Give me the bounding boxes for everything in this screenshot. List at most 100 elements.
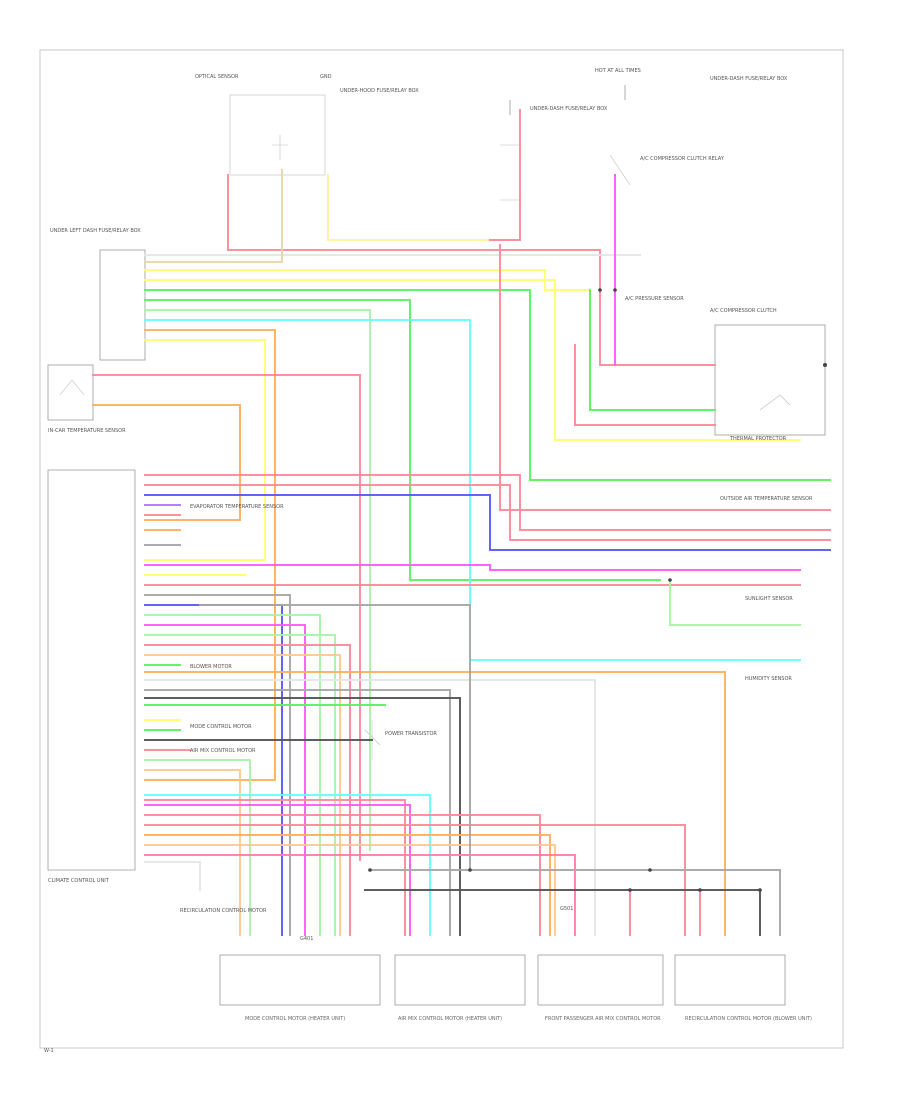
wire-yellow-3 <box>144 339 266 561</box>
front-passenger-motor-box <box>537 954 664 1006</box>
label-mode-motor-sub: MODE CONTROL MOTOR (HEATER UNIT) <box>245 1016 345 1022</box>
junction <box>468 868 472 872</box>
fuse-element <box>500 144 521 201</box>
wire-tan-1 <box>144 169 283 263</box>
wire-magenta-down <box>144 624 306 936</box>
label-fuse-relay-box: UNDER-DASH FUSE/RELAY BOX <box>530 106 608 112</box>
label-ground: G401 <box>300 936 313 942</box>
wire-cyan-bus <box>144 794 431 936</box>
label-recirc-sub: RECIRCULATION CONTROL MOTOR (BLOWER UNIT… <box>685 1016 812 1022</box>
wire-red-bus-1 <box>144 799 406 936</box>
mode-control-motor-box <box>219 954 381 1006</box>
climate-control-unit-box <box>47 469 136 871</box>
wire-white-ground <box>144 861 201 891</box>
diagram-frame <box>39 49 844 1049</box>
wire-blue-ccu-1 <box>144 494 831 551</box>
label-climate-control-unit: CLIMATE CONTROL UNIT <box>48 878 110 884</box>
wire-peach-down <box>144 654 341 936</box>
air-mix-control-motor-box <box>394 954 526 1006</box>
wire-green-2 <box>144 299 661 581</box>
wire-gray-ground-bus <box>369 869 781 936</box>
label-compressor-clutch-relay: A/C COMPRESSOR CLUTCH RELAY <box>640 156 725 162</box>
wire-peach-left <box>144 769 241 936</box>
recirc-control-motor-box <box>674 954 786 1006</box>
label-air-mix-control-motor: AIR MIX CONTROL MOTOR <box>190 748 256 754</box>
label-thermal-protector: THERMAL PROTECTOR <box>729 436 787 442</box>
wire-orange-bus <box>144 834 551 936</box>
sensor-block-left <box>47 364 94 421</box>
wire-red-ccu-1 <box>144 474 831 531</box>
wire-ltgreen-sunlight <box>669 579 801 626</box>
wire-green-1 <box>144 289 831 481</box>
label-compressor-clutch: A/C COMPRESSOR CLUTCH <box>710 308 777 314</box>
wire-red-sensor <box>499 244 831 511</box>
wire-orange-1 <box>144 329 276 781</box>
wire-pink-bus <box>144 854 576 936</box>
switch-element <box>609 154 631 186</box>
label-outside-air-temp: OUTSIDE AIR TEMPERATURE SENSOR <box>720 496 813 502</box>
label-blower-motor: BLOWER MOTOR <box>190 664 232 670</box>
wire-magenta-ccu <box>144 564 801 571</box>
label-front-passenger: FRONT PASSENGER AIR MIX CONTROL MOTOR <box>545 1016 661 1022</box>
wire-red-1 <box>227 174 716 366</box>
junction <box>648 868 652 872</box>
wire-gray-sensor <box>199 604 471 871</box>
label-air-mix-sub: AIR MIX CONTROL MOTOR (HEATER UNIT) <box>398 1016 502 1022</box>
label-optical-sensor: OPTICAL SENSOR <box>195 74 239 80</box>
junction <box>628 888 632 892</box>
wire-gray-down-1 <box>144 594 291 936</box>
label-under-left-dash-fuse: UNDER LEFT DASH FUSE/RELAY BOX <box>50 228 141 234</box>
wire-magenta-bus <box>144 804 411 936</box>
connector-block-top-left <box>99 249 146 361</box>
wire-red-down <box>144 644 351 936</box>
wire-green-relay <box>589 289 716 411</box>
wire-ltgreen-left <box>144 759 251 936</box>
fuse-symbols <box>509 85 626 115</box>
wire-orange-2 <box>92 404 241 521</box>
label-ground2: G501 <box>560 906 573 912</box>
label-mode-control-motor: MODE CONTROL MOTOR <box>190 724 252 730</box>
wire-gray-down-2 <box>144 689 451 936</box>
relay-switch <box>759 394 791 411</box>
wire-peach-bus <box>144 844 556 936</box>
junction <box>758 888 762 892</box>
wire-ltgreen-down <box>144 614 321 936</box>
compressor-relay-box <box>714 324 826 436</box>
label-power-transistor: POWER TRANSISTOR <box>385 731 437 737</box>
junction <box>698 888 702 892</box>
label-sunlight-sensor: SUNLIGHT SENSOR <box>745 596 793 602</box>
wire-red-bus-2 <box>144 814 541 936</box>
label-underhood-sensor: A/C PRESSURE SENSOR <box>625 296 684 302</box>
relay-box-top <box>229 94 326 176</box>
junction <box>368 868 372 872</box>
terminal <box>823 363 827 367</box>
label-in-car-temp: IN-CAR TEMPERATURE SENSOR <box>48 428 126 434</box>
label-recirc-control-motor: RECIRCULATION CONTROL MOTOR <box>180 908 267 914</box>
wire-orange-long <box>144 671 726 936</box>
junction <box>668 578 672 582</box>
sensor-symbol <box>59 379 85 396</box>
label-figure-id: W-1 <box>44 1048 54 1054</box>
label-under-dash-fuse: UNDER-DASH FUSE/RELAY BOX <box>710 76 788 82</box>
wire-white-long <box>144 679 596 936</box>
junctions <box>368 288 827 892</box>
wires <box>92 109 831 936</box>
wire-red-bus-3 <box>144 824 686 936</box>
wire-ltyellow-top <box>327 174 491 241</box>
label-evaporator-temp: EVAPORATOR TEMPERATURE SENSOR <box>190 504 284 510</box>
wire-red-relay <box>574 344 716 426</box>
junction <box>613 288 617 292</box>
wire-ltgreen-1 <box>144 309 371 851</box>
label-hot-at-all-times: HOT AT ALL TIMES <box>595 68 641 74</box>
label-gnd: GND <box>320 74 332 80</box>
junction <box>598 288 602 292</box>
wire-cyan-1 <box>144 319 801 661</box>
wire-yellow-2 <box>144 279 801 441</box>
relay-coil <box>272 135 288 160</box>
components <box>47 85 826 1006</box>
label-under-hood-fuse: UNDER-HOOD FUSE/RELAY BOX <box>340 88 419 94</box>
wire-red-ccu-2 <box>144 484 831 541</box>
labels: OPTICAL SENSOR GND UNDER-HOOD FUSE/RELAY… <box>44 68 813 1054</box>
label-humidity-sensor: HUMIDITY SENSOR <box>745 676 792 682</box>
